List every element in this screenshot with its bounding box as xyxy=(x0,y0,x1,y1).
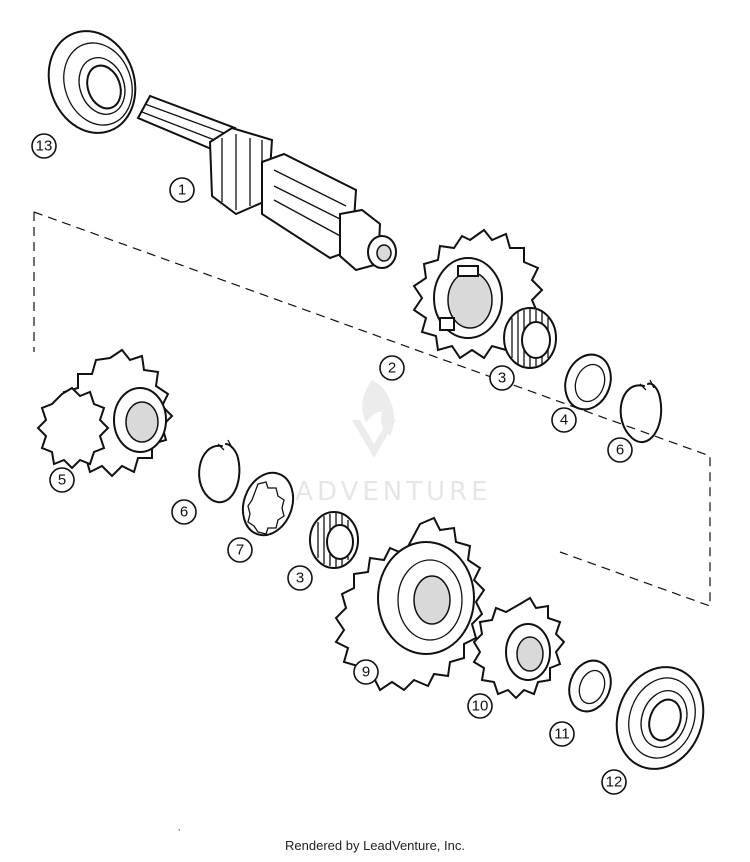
part-4-thrust-washer xyxy=(564,353,612,411)
callout-3-lower: 3 xyxy=(287,565,313,591)
svg-text:12: 12 xyxy=(606,774,623,791)
callout-7: 7 xyxy=(227,537,253,563)
watermark-flame-icon xyxy=(362,380,395,436)
assembly-dashed-line xyxy=(33,211,711,607)
part-11-thrust-washer xyxy=(568,659,612,713)
svg-text:5: 5 xyxy=(58,472,66,489)
callout-11: 11 xyxy=(549,721,575,747)
callout-6-upper: 6 xyxy=(607,437,633,463)
callout-10: 10 xyxy=(467,693,493,719)
svg-text:3: 3 xyxy=(498,370,506,387)
svg-text:6: 6 xyxy=(616,442,624,459)
svg-text:2: 2 xyxy=(388,360,396,377)
svg-text:4: 4 xyxy=(560,412,568,429)
watermark-v-icon xyxy=(352,420,396,458)
part-1-main-shaft xyxy=(136,94,397,272)
callout-13: 13 xyxy=(31,133,57,159)
part-7-splined-washer xyxy=(241,471,295,537)
callout-4: 4 xyxy=(551,407,577,433)
svg-text:6: 6 xyxy=(180,504,188,521)
svg-text:11: 11 xyxy=(554,726,570,743)
part-3-needle-bearing-upper xyxy=(503,307,557,369)
svg-text:9: 9 xyxy=(362,664,370,681)
part-13-ball-bearing xyxy=(47,30,137,134)
svg-text:13: 13 xyxy=(36,138,53,155)
callout-9: 9 xyxy=(353,659,379,685)
stray-mark: , xyxy=(178,823,180,832)
part-6-circlip-lower xyxy=(198,439,241,504)
callout-1: 1 xyxy=(169,177,195,203)
part-12-ball-bearing xyxy=(615,666,705,770)
footer-credit: Rendered by LeadVenture, Inc. xyxy=(285,838,465,853)
watermark: LEADVENTURE xyxy=(256,380,491,507)
part-9-large-gear xyxy=(334,516,486,692)
callout-2: 2 xyxy=(379,355,405,381)
svg-text:3: 3 xyxy=(296,570,304,587)
part-5-double-gear xyxy=(36,348,174,478)
callout-5: 5 xyxy=(49,467,75,493)
callout-6-lower: 6 xyxy=(171,499,197,525)
watermark-text: LEADVENTURE xyxy=(256,477,491,507)
callout-12: 12 xyxy=(601,769,627,795)
part-3-needle-bearing-lower xyxy=(309,511,359,569)
callout-3-upper: 3 xyxy=(489,365,515,391)
part-10-small-gear xyxy=(472,596,566,700)
svg-text:7: 7 xyxy=(236,542,244,559)
svg-text:10: 10 xyxy=(472,698,489,715)
svg-text:1: 1 xyxy=(178,182,186,199)
part-6-circlip-upper xyxy=(619,379,663,444)
